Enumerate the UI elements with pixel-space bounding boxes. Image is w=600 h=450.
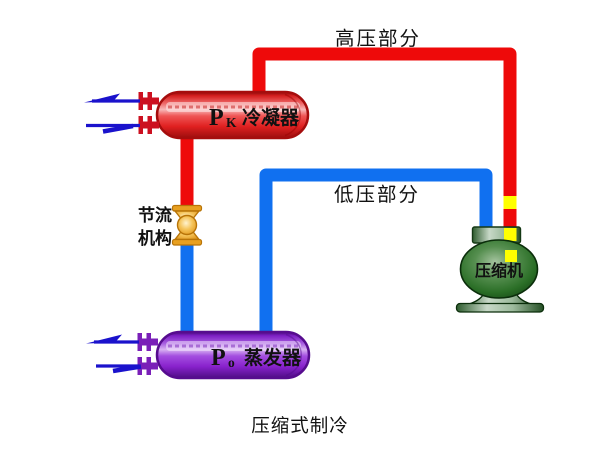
evaporator-end-cap-line (285, 333, 302, 377)
low-pressure-section-label: 低压部分 (334, 184, 420, 206)
condenser-flange (138, 92, 143, 110)
throttle-valve (171, 204, 203, 246)
high-pressure-section-label: 高压部分 (335, 28, 421, 50)
evaporator-symbol-subscript: o (228, 355, 235, 370)
condenser-symbol-subscript: K (226, 115, 237, 130)
high-pressure-pipe (252, 47, 517, 229)
condenser-water-arrows (84, 93, 140, 134)
throttle-valve-top-flange (171, 204, 203, 212)
throttle-label: 节流 机构 (138, 205, 172, 248)
water-out-arrow-head (86, 334, 122, 344)
throttle-valve-bottom-flange (171, 238, 203, 246)
condenser-label: P K 冷凝器 (209, 105, 300, 131)
condenser-flange (138, 116, 143, 134)
evaporator (86, 330, 311, 380)
evaporator-flange (146, 357, 151, 375)
condenser-name: 冷凝器 (242, 106, 300, 129)
flow-marker (503, 196, 517, 209)
flow-marker (504, 228, 517, 241)
compressor-body (459, 239, 539, 299)
compressor-base-plate (455, 302, 545, 313)
evaporator-symbol: P (211, 345, 226, 371)
water-in-arrow-head (102, 123, 134, 134)
condenser-symbol: P (209, 105, 224, 131)
throttle-valve-ball (176, 214, 198, 236)
water-in-arrow-head (112, 364, 142, 374)
throttle-label-line1: 节流 (138, 205, 172, 225)
flow-marker (505, 250, 517, 262)
throttle-label-line2: 机构 (138, 228, 172, 248)
diagram-caption: 压缩式制冷 (251, 416, 349, 437)
compressor-label: 压缩机 (475, 261, 523, 280)
condenser-water-nozzles (138, 92, 159, 134)
water-out-arrow-head (84, 93, 120, 103)
condenser-flange (147, 116, 152, 134)
condenser-end-cap-line (284, 93, 301, 137)
evaporator-flange (137, 333, 142, 351)
evaporator-label: P o 蒸发器 (211, 345, 302, 371)
low-pressure-pipe (259, 168, 493, 345)
evaporator-water-arrows (86, 334, 142, 374)
condenser (84, 90, 310, 140)
condenser-flange (147, 92, 152, 110)
evaporator-name: 蒸发器 (244, 346, 302, 369)
compressor: 压缩机 (455, 226, 545, 313)
evaporator-flange (146, 333, 151, 351)
